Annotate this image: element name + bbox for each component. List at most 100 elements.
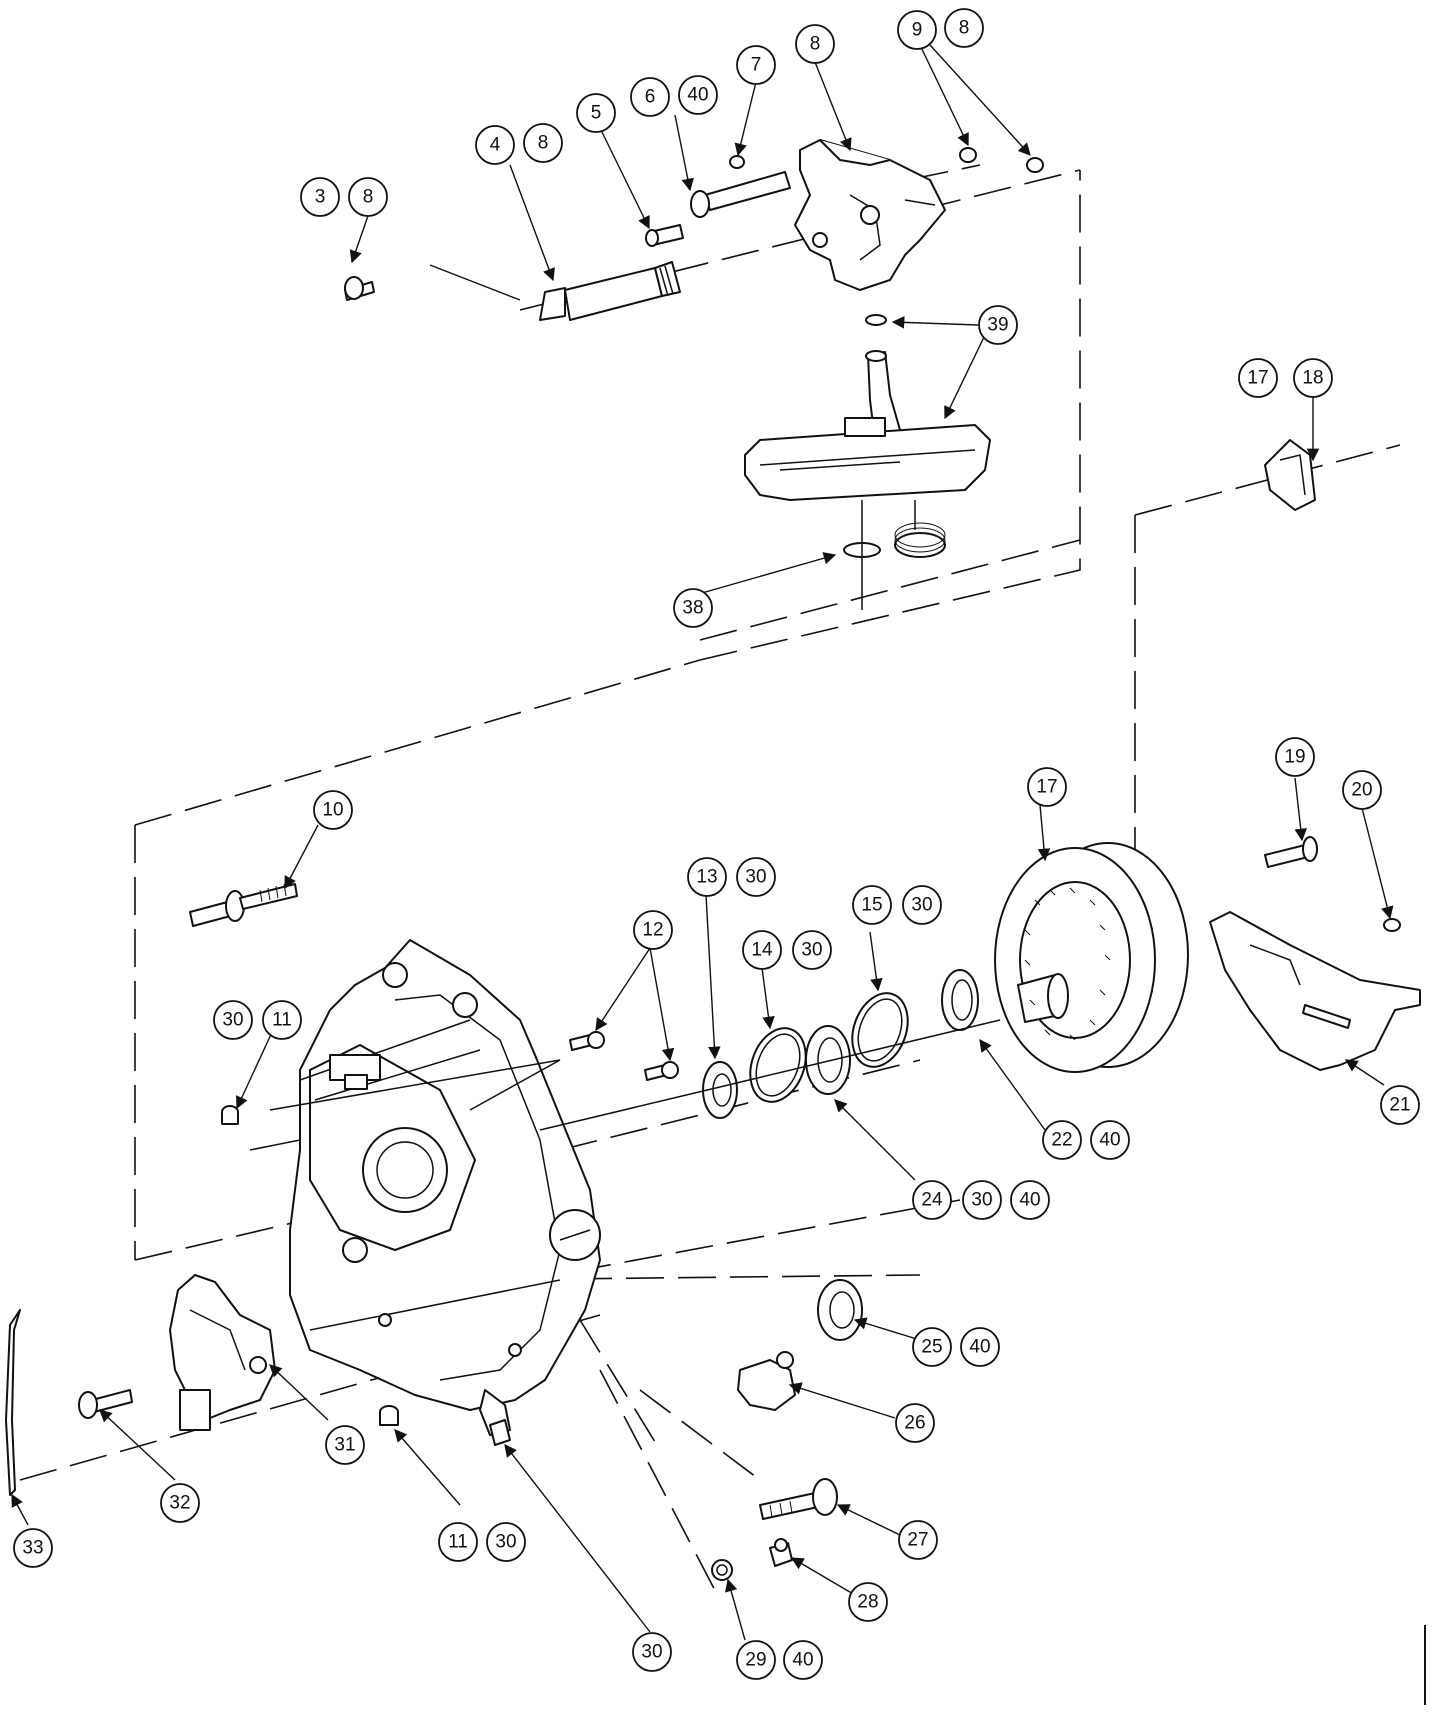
callout-29-40: 40 [783,1640,823,1680]
svg-text:30: 30 [641,1642,662,1663]
nuts-9 [959,147,1044,173]
callout-4-8: 8 [523,123,563,163]
fitting-26 [737,1351,796,1411]
callout-13-30: 30 [736,857,776,897]
callout-18: 18 [1293,358,1333,398]
screw-20 [1383,918,1401,932]
svg-text:30: 30 [971,1190,992,1211]
svg-text:40: 40 [687,85,708,106]
svg-text:24: 24 [921,1190,943,1211]
callout-3: 3 [300,177,340,217]
callout-6-40: 40 [678,75,718,115]
svg-text:29: 29 [745,1650,766,1671]
callout-14: 14 [742,930,782,970]
seal-25 [817,1279,863,1341]
callout-7: 7 [736,45,776,85]
bolt-3 [344,276,375,301]
callout-5: 5 [576,93,616,133]
svg-text:17: 17 [1247,368,1268,389]
callout-9-8: 8 [944,8,984,48]
svg-text:8: 8 [538,133,549,154]
svg-text:5: 5 [591,103,602,124]
svg-text:40: 40 [1019,1190,1040,1211]
oil-filter-39 [744,417,991,501]
svg-text:11: 11 [272,1010,292,1031]
callout-15-30: 30 [902,885,942,925]
callout-22-40: 40 [1090,1120,1130,1160]
valve-body-bracket [794,139,946,291]
svg-text:8: 8 [363,187,374,208]
svg-text:19: 19 [1284,747,1305,768]
svg-text:21: 21 [1389,1095,1410,1116]
svg-text:3: 3 [315,187,326,208]
svg-text:9: 9 [912,20,923,41]
leader-lines [11,44,1394,1641]
svg-text:7: 7 [751,55,762,76]
callout-29: 29 [736,1640,776,1680]
svg-text:26: 26 [904,1413,925,1434]
dipstick-33 [5,1309,21,1496]
svg-text:32: 32 [169,1493,190,1514]
callout-19: 19 [1275,737,1315,777]
nut-7 [729,155,745,169]
callout-30-left: 30 [213,1000,253,1040]
bolt-19 [1264,836,1318,868]
svg-text:13: 13 [696,867,717,888]
seal-24 [805,1025,851,1095]
pin-11-top [221,1105,239,1125]
callout-17-top: 17 [1238,358,1278,398]
callout-38: 38 [673,588,713,628]
callout-24-30: 30 [962,1180,1002,1220]
callout-10: 10 [313,790,353,830]
callout-24-40: 40 [1010,1180,1050,1220]
svg-text:30: 30 [801,940,822,961]
clip-17-18 [1264,439,1316,511]
callout-30-bottom: 30 [632,1632,672,1672]
svg-text:38: 38 [682,598,703,619]
svg-text:8: 8 [959,18,970,39]
svg-text:27: 27 [907,1530,928,1551]
svg-text:30: 30 [911,895,932,916]
callout-8: 8 [795,24,835,64]
svg-text:18: 18 [1302,368,1323,389]
svg-text:31: 31 [334,1435,355,1456]
callout-25: 25 [912,1327,952,1367]
shaft-6 [690,171,791,218]
svg-text:25: 25 [921,1337,942,1358]
callout-17: 17 [1027,767,1067,807]
svg-text:30: 30 [745,867,766,888]
torque-converter-17 [994,842,1189,1073]
svg-text:6: 6 [645,87,656,108]
callout-11-left: 11 [262,1000,302,1040]
callout-12: 12 [633,910,673,950]
svg-text:15: 15 [861,895,882,916]
svg-text:40: 40 [792,1650,813,1671]
callout-21: 21 [1380,1085,1420,1125]
callout-22: 22 [1042,1120,1082,1160]
callout-25-40: 40 [960,1327,1000,1367]
transmission-case [249,939,601,1436]
svg-text:12: 12 [642,920,663,941]
spring-seal [894,522,946,558]
svg-text:28: 28 [857,1592,878,1613]
callout-6: 6 [630,77,670,117]
seal-13 [702,1061,738,1119]
svg-text:11: 11 [448,1532,468,1553]
callout-3-8: 8 [348,177,388,217]
callout-24: 24 [912,1180,952,1220]
callout-20: 20 [1342,770,1382,810]
svg-text:14: 14 [751,940,773,961]
washer-29 [711,1559,733,1581]
snap-ring-14 [749,1027,807,1103]
bolts-12 [569,1031,679,1081]
svg-text:22: 22 [1051,1130,1072,1151]
svg-text:10: 10 [322,800,343,821]
callout-11-bottom: 11 [438,1522,478,1562]
callout-26: 26 [895,1403,935,1443]
bracket-31 [169,1274,276,1431]
callout-13: 13 [687,857,727,897]
bolt-27 [759,1478,838,1520]
svg-text:20: 20 [1351,780,1372,801]
callout-28: 28 [848,1582,888,1622]
